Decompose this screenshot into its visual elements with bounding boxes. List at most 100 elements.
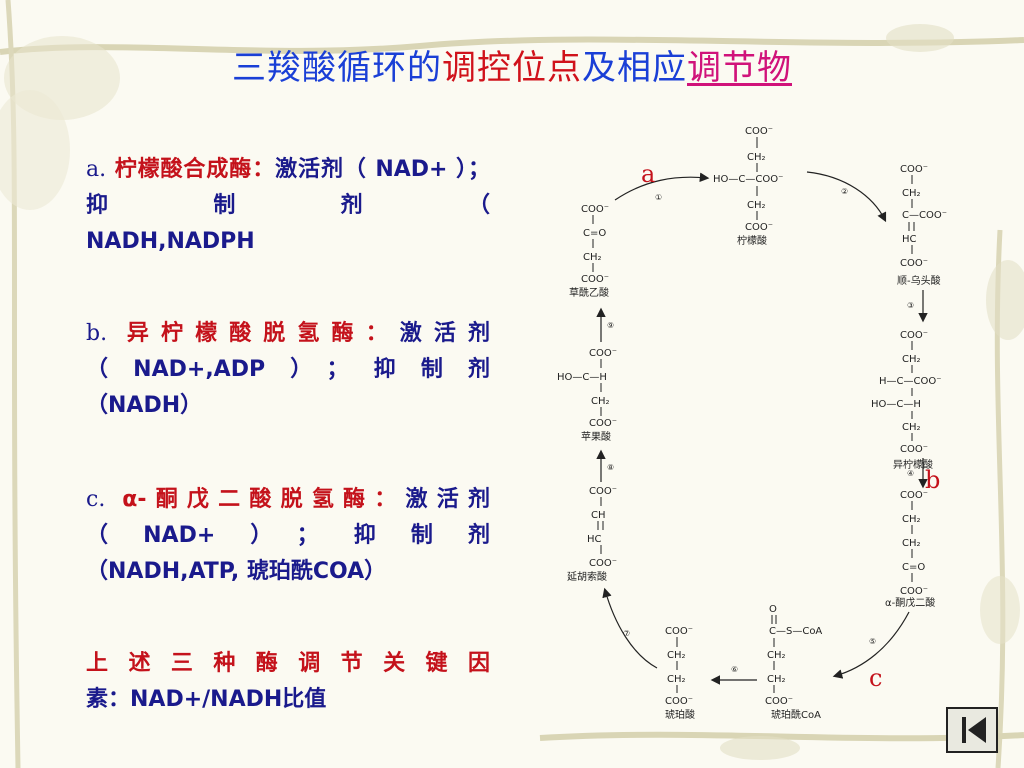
site-mark-b: b [925, 466, 940, 494]
item-a-colon: ： [252, 157, 276, 182]
item-c: c. α-酮戊二酸脱氢酶：激活剂（NAD+）；抑制剂 （NADH,ATP, 琥珀… [86, 482, 490, 590]
svg-text:C—S—CoA: C—S—CoA [769, 626, 822, 637]
label-alpha-ketoglutarate: α-酮戊二酸 [885, 596, 935, 609]
label-fumarate: 延胡索酸 [567, 570, 607, 583]
svg-text:HO—C—H: HO—C—H [557, 372, 607, 383]
svg-text:COO⁻: COO⁻ [665, 626, 693, 637]
item-a: a. 柠檬酸合成酶：激活剂（ NAD+ ）； 抑 制 剂 （ NADH,NADP… [86, 152, 490, 260]
svg-text:CH: CH [591, 510, 606, 521]
svg-text:CH₂: CH₂ [902, 514, 921, 525]
svg-text:COO⁻: COO⁻ [581, 204, 609, 215]
label-succinyl-coa: 琥珀酰CoA [771, 708, 821, 721]
summary-line-1: 上述三种酶调节关键因 [86, 651, 490, 676]
svg-text:COO⁻: COO⁻ [745, 126, 773, 137]
title-part-2: 调控位点 [442, 48, 582, 88]
svg-text:C=O: C=O [902, 562, 925, 573]
svg-text:COO⁻: COO⁻ [589, 486, 617, 497]
arrow-step-2 [806, 171, 887, 223]
molecule-oxaloacetate: COO⁻ C=O CH₂ COO⁻ 草酰乙酸 [569, 204, 609, 299]
svg-text:H—C—COO⁻: H—C—COO⁻ [879, 376, 942, 387]
molecule-alpha-ketoglutarate: COO⁻ CH₂ CH₂ C=O COO⁻ α-酮戊二酸 [885, 490, 935, 609]
item-b-enzyme: 异柠檬酸脱氢酶 [126, 321, 366, 346]
site-mark-a: a [641, 160, 655, 188]
step-5: ⑤ [869, 637, 876, 646]
svg-text:COO⁻: COO⁻ [900, 258, 928, 269]
item-c-regulators: 激活剂（NAD+）；抑制剂 [86, 487, 490, 548]
svg-text:COO⁻: COO⁻ [589, 418, 617, 429]
svg-text:HO—C—H: HO—C—H [871, 399, 921, 410]
step-9: ⑨ [607, 321, 614, 330]
svg-text:CH₂: CH₂ [667, 650, 686, 661]
item-a-enzyme: 柠檬酸合成酶 [114, 157, 253, 182]
svg-text:HC: HC [902, 234, 917, 245]
svg-text:CH₂: CH₂ [583, 252, 602, 263]
molecule-malate: COO⁻ HO—C—H CH₂ COO⁻ 苹果酸 [557, 348, 617, 443]
cycle-arrows [596, 171, 928, 685]
svg-text:COO⁻: COO⁻ [900, 330, 928, 341]
label-malate: 苹果酸 [581, 430, 611, 443]
svg-text:CH₂: CH₂ [747, 152, 766, 163]
svg-text:COO⁻: COO⁻ [900, 586, 928, 597]
item-c-enzyme: α-酮戊二酸脱氢酶 [122, 487, 375, 512]
item-b-regulators: 激活剂（NAD+,ADP）；抑制剂 [86, 321, 490, 382]
item-b-last-line: （NADH） [86, 393, 203, 418]
step-4: ④ [907, 469, 914, 478]
svg-text:CH₂: CH₂ [667, 674, 686, 685]
item-b-letter: b. [86, 321, 108, 346]
svg-text:COO⁻: COO⁻ [900, 490, 928, 501]
label-citrate: 柠檬酸 [737, 234, 767, 247]
label-succinate: 琥珀酸 [665, 708, 695, 721]
svg-text:C—COO⁻: C—COO⁻ [902, 210, 947, 221]
item-a-letter: a. [86, 157, 107, 182]
molecule-succinate: COO⁻ CH₂ CH₂ COO⁻ 琥珀酸 [665, 626, 695, 721]
item-b: b. 异柠檬酸脱氢酶：激活剂（NAD+,ADP）；抑制剂 （NADH） [86, 316, 490, 424]
svg-text:CH₂: CH₂ [591, 396, 610, 407]
step-1: ① [655, 193, 662, 202]
step-6: ⑥ [731, 665, 738, 674]
item-a-last-line: NADH,NADPH [86, 229, 255, 254]
arrow-step-5 [832, 611, 910, 679]
summary-line-2: 素：NAD+/NADH比值 [86, 687, 327, 712]
title-part-1: 三羧酸循环的 [232, 48, 442, 88]
svg-text:O: O [769, 604, 777, 615]
molecule-cis-aconitate: COO⁻ CH₂ C—COO⁻ HC COO⁻ 顺-乌头酸 [897, 164, 947, 287]
svg-text:CH₂: CH₂ [767, 650, 786, 661]
tca-cycle-diagram: COO⁻ CH₂ HO—C—COO⁻ CH₂ COO⁻ 柠檬酸 COO⁻ CH₂… [557, 126, 947, 721]
summary: 上述三种酶调节关键因 素：NAD+/NADH比值 [86, 646, 490, 718]
svg-text:CH₂: CH₂ [902, 422, 921, 433]
svg-text:COO⁻: COO⁻ [765, 696, 793, 707]
svg-text:COO⁻: COO⁻ [589, 558, 617, 569]
step-7: ⑦ [623, 629, 630, 638]
step-3: ③ [907, 301, 914, 310]
svg-text:CH₂: CH₂ [902, 188, 921, 199]
molecule-succinyl-coa: O C—S—CoA CH₂ CH₂ COO⁻ 琥珀酰CoA [765, 604, 822, 721]
label-oxaloacetate: 草酰乙酸 [569, 286, 609, 299]
svg-text:COO⁻: COO⁻ [900, 444, 928, 455]
svg-text:CH₂: CH₂ [902, 354, 921, 365]
molecule-fumarate: COO⁻ CH HC COO⁻ 延胡索酸 [567, 486, 617, 583]
step-2: ② [841, 187, 848, 196]
title-part-3: 及相应 [582, 48, 687, 88]
item-b-colon: ： [365, 321, 400, 346]
molecule-isocitrate: COO⁻ CH₂ H—C—COO⁻ HO—C—H CH₂ COO⁻ 异柠檬酸 [871, 330, 942, 471]
step-8: ⑧ [607, 463, 614, 472]
arrow-step-7 [602, 587, 658, 669]
title-part-4: 调节物 [687, 48, 792, 88]
arrow-step-1 [614, 172, 710, 201]
svg-text:HO—C—COO⁻: HO—C—COO⁻ [713, 174, 783, 185]
svg-text:C=O: C=O [583, 228, 606, 239]
label-cis-aconitate: 顺-乌头酸 [897, 274, 941, 287]
svg-text:HC: HC [587, 534, 602, 545]
svg-text:CH₂: CH₂ [902, 538, 921, 549]
item-c-letter: c. [86, 487, 106, 512]
site-mark-c: c [869, 664, 882, 692]
svg-text:COO⁻: COO⁻ [589, 348, 617, 359]
item-a-regulators: 激活剂（ NAD+ ）； 抑 制 剂 （ [86, 157, 490, 218]
svg-text:COO⁻: COO⁻ [745, 222, 773, 233]
navigation-button[interactable] [946, 707, 998, 753]
svg-text:COO⁻: COO⁻ [581, 274, 609, 285]
item-c-colon: ： [374, 487, 406, 512]
svg-text:CH₂: CH₂ [767, 674, 786, 685]
page-title: 三羧酸循环的调控位点及相应调节物 [0, 40, 1024, 89]
